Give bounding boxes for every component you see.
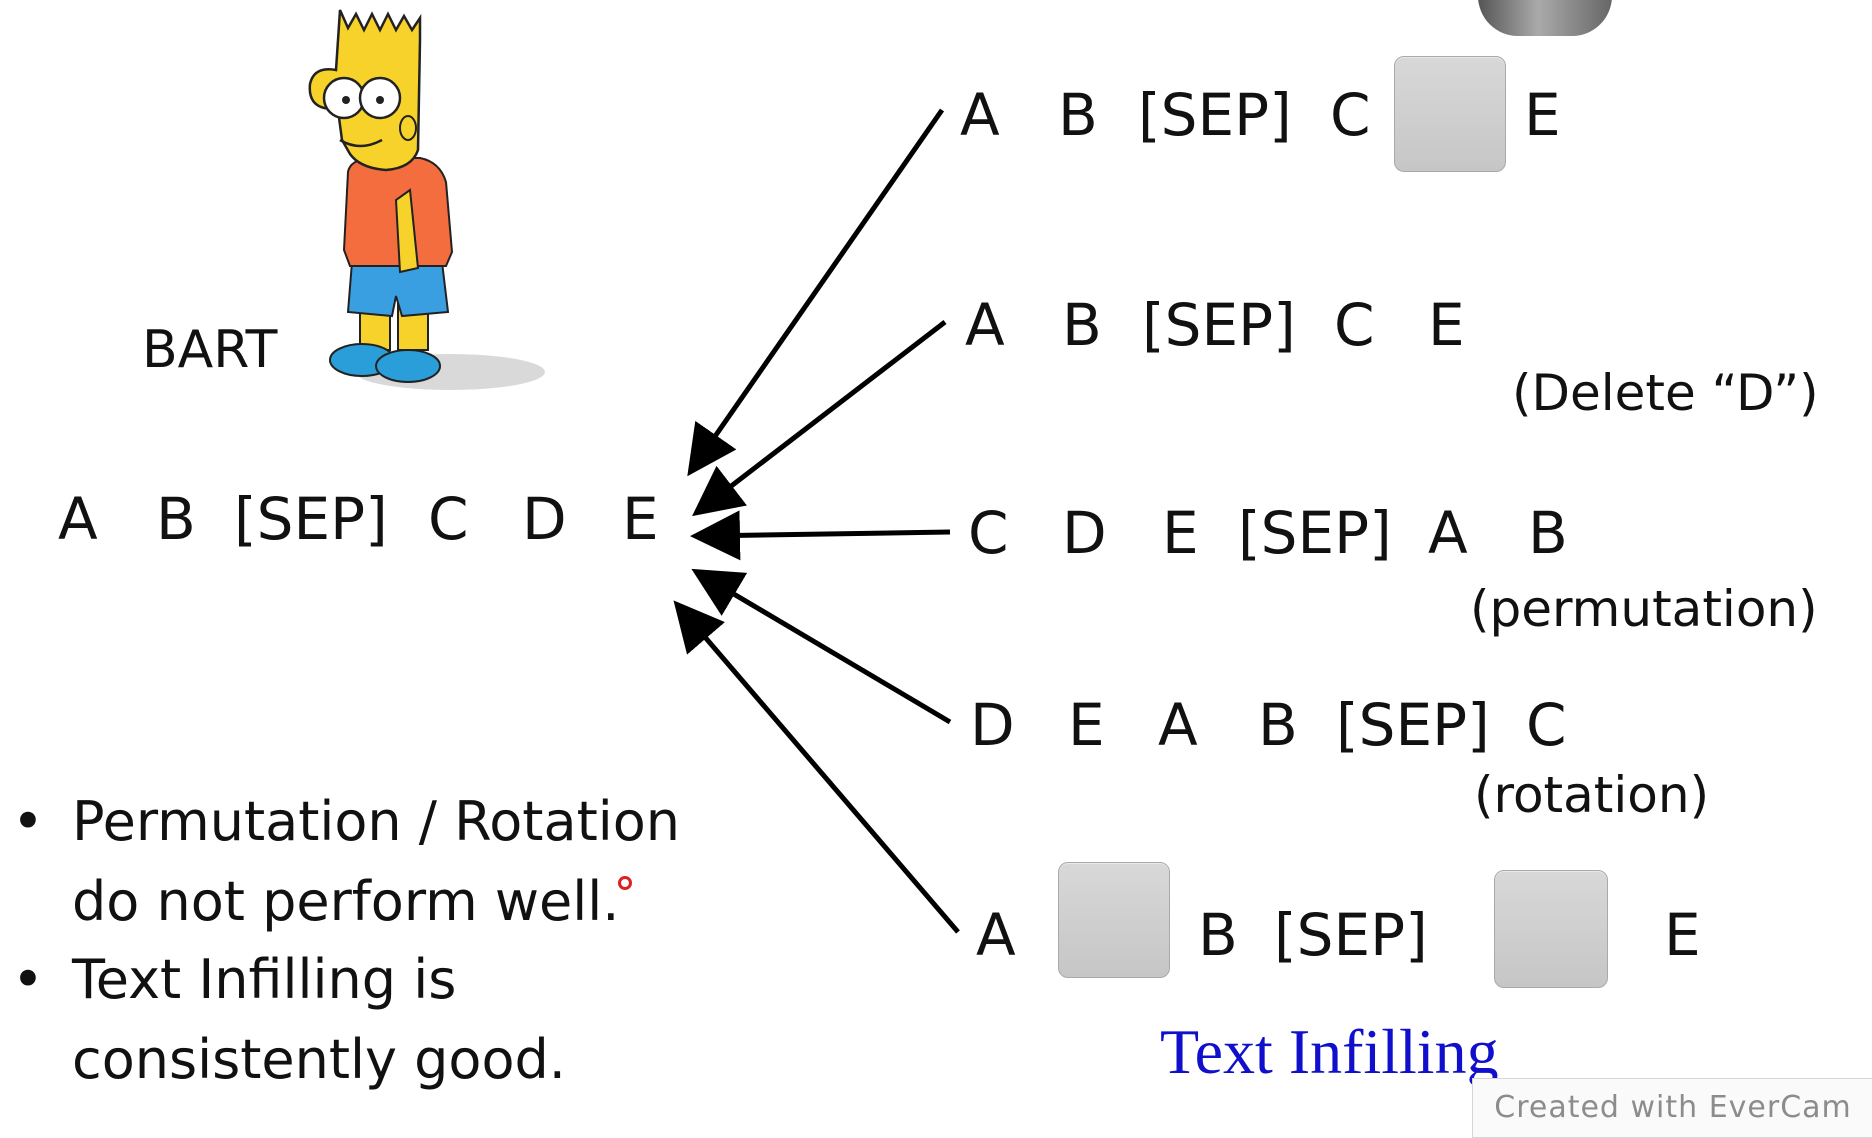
row-annotation: (rotation) [1474,766,1710,824]
bullet-text: Permutation / Rotation [72,790,681,853]
row-token: B [1062,291,1102,359]
row-token: E [1664,901,1701,969]
bullet-text: do not perform well. [72,870,620,933]
source-token: [SEP] [234,485,388,553]
mask-box-icon [1394,56,1506,172]
row-token: B [1198,901,1238,969]
mask-box-icon [1058,862,1170,978]
row-token: D [1062,499,1107,567]
arrow-icon [691,568,952,725]
row-token: A [960,81,1000,149]
bullet-dot: • [12,948,44,1011]
row-token: C [1334,291,1375,359]
arrow-icon [673,600,960,934]
row-token: [SEP] [1142,291,1296,359]
row-token: B [1258,691,1298,759]
row-token: D [970,691,1015,759]
bart-simpson-character-image [308,9,545,390]
row-token: [SEP] [1274,901,1428,969]
row-annotation: (Delete “D”) [1512,364,1819,422]
mask-box-icon [1494,870,1608,988]
bullet-text: Text Infilling is [72,948,457,1011]
model-label: BART [142,320,278,380]
arrow-icon [690,510,951,561]
bullet-text: consistently good. [72,1028,566,1091]
watermark: Created with EverCam [1472,1078,1872,1138]
source-token: D [522,485,567,553]
row-token: C [1526,691,1567,759]
row-annotation: (permutation) [1470,580,1818,638]
row-token: E [1162,499,1199,567]
bullet-dot: • [12,790,44,853]
row-token: B [1058,81,1098,149]
row-token: A [976,901,1016,969]
row-token: [SEP] [1138,81,1292,149]
arrow-icon [687,108,945,477]
row-token: C [968,499,1009,567]
row-token: E [1068,691,1105,759]
source-token: E [622,485,659,553]
metal-can-image [1478,0,1612,36]
row-token: A [965,291,1005,359]
row-token: [SEP] [1336,691,1490,759]
row-token: A [1428,499,1468,567]
row-token: E [1428,291,1465,359]
text-infilling-caption: Text Infilling [1160,1016,1499,1087]
source-token: C [428,485,469,553]
row-token: E [1524,81,1561,149]
pointer-dot-icon [618,876,632,890]
row-token: [SEP] [1238,499,1392,567]
arrow-icon [692,320,947,517]
source-token: B [156,485,196,553]
row-token: A [1158,691,1198,759]
row-token: B [1528,499,1568,567]
source-token: A [58,485,98,553]
row-token: C [1330,81,1371,149]
